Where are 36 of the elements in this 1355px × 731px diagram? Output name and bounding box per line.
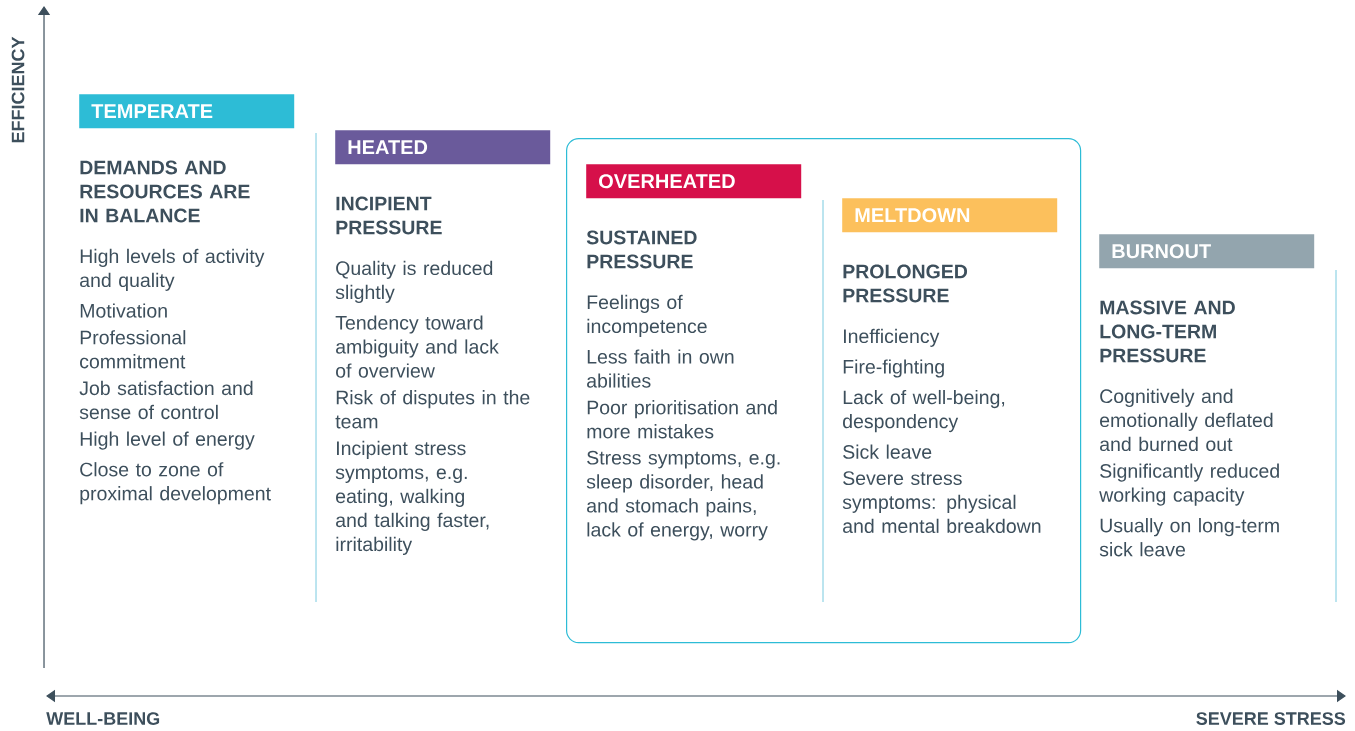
symptom-text: Fire-fighting: [843, 359, 944, 378]
symptom-text: Close to zone of proximal development: [80, 462, 271, 505]
symptom-text: Significantly reduced working capacity: [1099, 463, 1279, 506]
symptom-text: Sick leave: [843, 444, 932, 459]
symptom-text: High levels of activity and quality: [80, 248, 265, 291]
stage-heading: DEMANDS AND RESOURCES ARE IN BALANCE: [80, 160, 250, 223]
stage-tag: HEATED: [335, 130, 551, 165]
symptom-text: Stress symptoms, e.g. sleep disorder, head and stomach pains, lack of energy, worry: [586, 450, 780, 541]
stage-heading: PROLONGED PRESSURE: [843, 264, 968, 303]
symptom-text: Less faith in own abilities: [587, 349, 734, 388]
symptom-text: Professional commitment: [80, 330, 186, 369]
symptom-text: Usually on long-term sick leave: [1099, 518, 1279, 557]
stage-heading: INCIPIENT PRESSURE: [336, 196, 442, 235]
symptom-text: Quality is reduced slightly: [335, 260, 493, 303]
axis-label: EFFICIENCY: [11, 36, 25, 143]
stage-tag: MELTDOWN: [842, 198, 1058, 233]
stage-tag: TEMPERATE: [79, 94, 295, 129]
stage-heading: SUSTAINED PRESSURE: [586, 230, 697, 269]
symptom-text: Motivation: [80, 303, 167, 318]
group-frame: [566, 138, 1082, 644]
axis-label: SEVERE STRESS: [1196, 712, 1346, 725]
symptom-text: Severe stress symptoms: physical and mental breakdown: [842, 471, 1041, 534]
symptom-text: Job satisfaction and sense of control: [79, 380, 253, 420]
symptom-text: Risk of disputes in the team: [335, 390, 530, 429]
symptom-text: Feelings of incompetence: [587, 294, 707, 337]
stage-tag: OVERHEATED: [586, 164, 802, 199]
symptom-text: Tendency toward ambiguity and lack of overview: [335, 315, 499, 378]
symptom-text: Cognitively and emotionally deflated and burned out: [1100, 388, 1273, 452]
stage-heading: MASSIVE AND LONG-TERM PRESSURE: [1100, 300, 1235, 363]
symptom-text: High level of energy: [80, 431, 255, 450]
stage-tag: BURNOUT: [1099, 234, 1315, 269]
symptom-text: Poor prioritisation and more mistakes: [587, 400, 777, 439]
symptom-text: Lack of well-being, despondency: [843, 389, 1005, 433]
symptom-text: Inefficiency: [844, 328, 940, 347]
symptom-text: Incipient stress symptoms, e.g. eating, walking and talking faster, irritability: [335, 440, 489, 555]
axis-label: WELL-BEING: [46, 712, 160, 725]
